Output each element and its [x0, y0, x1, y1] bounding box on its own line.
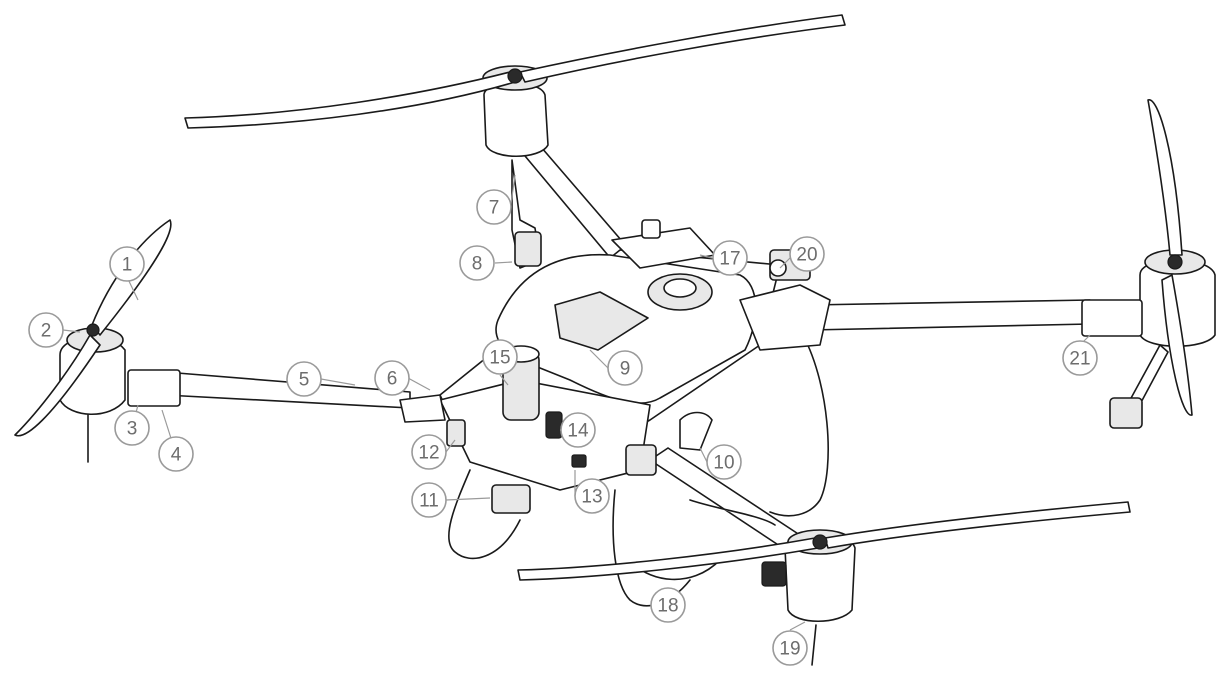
- callout-17-circle: [712, 240, 748, 276]
- callout-10-label: 10: [713, 453, 734, 474]
- propeller-rear-right: [1147, 99, 1193, 416]
- callout-11-circle: [411, 482, 447, 518]
- callout-4: 4: [158, 436, 194, 472]
- callout-8-circle: [459, 245, 495, 281]
- callout-5-circle: [286, 361, 322, 397]
- callout-13: 13: [574, 478, 610, 514]
- callout-7-circle: [476, 189, 512, 225]
- callout-20-circle: [789, 236, 825, 272]
- callout-2: 2: [28, 312, 64, 348]
- callout-6-label: 6: [387, 369, 398, 390]
- callout-14-circle: [560, 412, 596, 448]
- callout-14: 14: [560, 412, 596, 448]
- propeller-front-right: [517, 501, 1131, 581]
- callout-6: 6: [374, 360, 410, 396]
- callout-5: 5: [286, 361, 322, 397]
- callout-1-label: 1: [122, 255, 133, 276]
- callout-3: 3: [114, 410, 150, 446]
- arm-rear-right: [809, 299, 1091, 331]
- callout-9: 9: [607, 350, 643, 386]
- motor-rear-right: [1081, 249, 1216, 429]
- callout-8-label: 8: [472, 254, 483, 275]
- callout-9-circle: [607, 350, 643, 386]
- callout-11-label: 11: [419, 491, 439, 512]
- callout-20: 20: [789, 236, 825, 272]
- callout-17: 17: [712, 240, 748, 276]
- callout-19-circle: [772, 630, 808, 666]
- callout-19: 19: [772, 630, 808, 666]
- callout-10-circle: [706, 444, 742, 480]
- callout-15-circle: [482, 339, 518, 375]
- callout-15-label: 15: [489, 348, 510, 369]
- callout-12: 12: [411, 434, 447, 470]
- callout-8: 8: [459, 245, 495, 281]
- callout-4-circle: [158, 436, 194, 472]
- callout-21: 21: [1062, 340, 1098, 376]
- callout-7: 7: [476, 189, 512, 225]
- callout-21-circle: [1062, 340, 1098, 376]
- callout-1-circle: [109, 246, 145, 282]
- callout-1: 1: [109, 246, 145, 282]
- callout-12-label: 12: [418, 443, 439, 464]
- callout-3-label: 3: [127, 419, 138, 440]
- callout-12-circle: [411, 434, 447, 470]
- callout-18: 18: [650, 587, 686, 623]
- callout-13-circle: [574, 478, 610, 514]
- callout-6-circle: [374, 360, 410, 396]
- callout-17-label: 17: [719, 249, 740, 270]
- callout-21-label: 21: [1069, 349, 1090, 370]
- motor-front-left: [59, 327, 181, 463]
- callout-19-label: 19: [779, 639, 800, 660]
- callout-14-label: 14: [567, 421, 589, 442]
- callout-15: 15: [482, 339, 518, 375]
- callout-4-label: 4: [171, 445, 182, 466]
- callout-2-circle: [28, 312, 64, 348]
- callout-2-label: 2: [41, 321, 52, 342]
- callout-18-label: 18: [657, 596, 678, 617]
- callout-3-circle: [114, 410, 150, 446]
- callout-10: 10: [706, 444, 742, 480]
- callout-18-circle: [650, 587, 686, 623]
- callout-11: 11: [411, 482, 447, 518]
- landing-gear: [447, 329, 829, 607]
- callout-13-label: 13: [581, 487, 602, 508]
- propeller-rear-left: [184, 14, 846, 129]
- callout-7-label: 7: [489, 198, 500, 219]
- callout-5-label: 5: [299, 370, 310, 391]
- callout-20-label: 20: [796, 245, 817, 266]
- callout-9-label: 9: [620, 359, 631, 380]
